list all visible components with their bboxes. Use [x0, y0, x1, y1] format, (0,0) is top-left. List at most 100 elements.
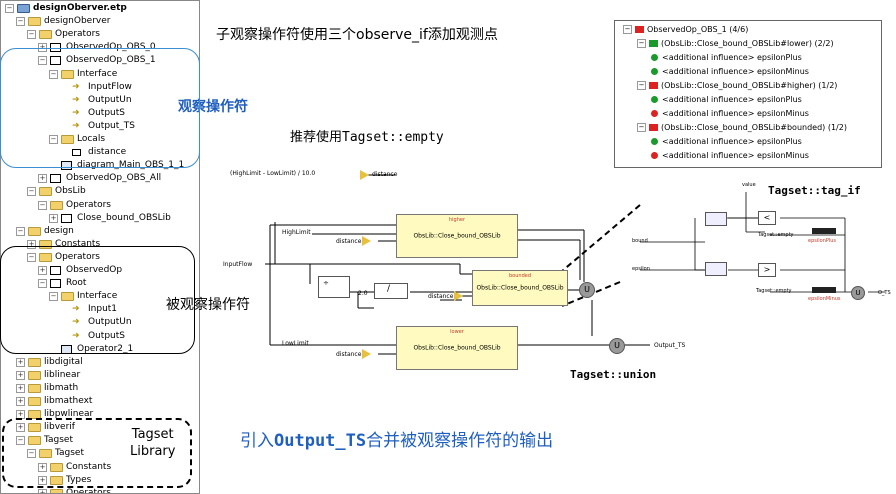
tree-node[interactable]: −Interface [1, 290, 199, 303]
observed-op-label: 被观察操作符 [166, 297, 250, 313]
collapse-icon[interactable]: − [49, 135, 58, 144]
collapse-icon[interactable]: − [16, 17, 25, 27]
tree-node[interactable]: −Operators [1, 28, 199, 41]
lower-block[interactable]: lower ObsLib::Close_bound_OBSLib [396, 326, 518, 370]
collapse-icon[interactable]: − [38, 56, 47, 66]
tree-node[interactable]: +ObservedOp_OBS_0 [1, 41, 199, 54]
mini-union-operator[interactable]: U [851, 286, 865, 300]
folder-icon [50, 462, 63, 472]
tree-node[interactable]: −designOberver.etp [1, 2, 199, 15]
divide-block[interactable]: / [374, 283, 408, 299]
expand-icon[interactable]: + [16, 370, 25, 380]
output-ts-label: Output_TS [654, 342, 686, 349]
tree-node[interactable]: +libmathext [1, 395, 199, 408]
tree-node[interactable]: +libmath [1, 382, 199, 395]
collapse-icon[interactable]: − [49, 292, 58, 302]
tree-node[interactable]: −ObsLib [1, 185, 199, 198]
tree-node[interactable]: ➜Input1 [1, 303, 199, 316]
collapse-icon[interactable]: − [637, 123, 646, 132]
mini-mux-1[interactable] [705, 212, 727, 226]
higher-block[interactable]: higher ObsLib::Close_bound_OBSLib [396, 214, 518, 258]
obs-tree-node[interactable]: <additional influence> epsilonPlus [651, 136, 802, 148]
obs-tree-node[interactable]: −(ObsLib::Close_bound_OBSLib#bounded) (1… [637, 122, 847, 134]
tree-node[interactable]: ➜Output_TS [1, 120, 199, 133]
mini-mux-2[interactable] [705, 262, 727, 276]
obs-tree-node[interactable]: <additional influence> epsilonPlus [651, 52, 802, 64]
greater-than-icon: > [763, 265, 771, 274]
expand-icon[interactable]: + [38, 43, 47, 53]
expand-icon[interactable]: + [16, 383, 25, 393]
collapse-icon[interactable]: − [38, 279, 47, 289]
tree-node[interactable]: +Close_bound_OBSLib [1, 212, 199, 225]
obs-tree-node[interactable]: −(ObsLib::Close_bound_OBSLib#higher) (1/… [637, 80, 837, 92]
tree-node[interactable]: ➜OutputUn [1, 94, 199, 107]
tree-node[interactable]: −Tagset [1, 434, 199, 447]
tree-node[interactable]: −Root [1, 277, 199, 290]
tree-node[interactable]: ➜OutputS [1, 330, 199, 343]
expand-icon[interactable]: + [38, 475, 47, 485]
expand-icon[interactable]: + [38, 266, 47, 275]
collapse-icon[interactable]: − [637, 81, 646, 90]
expand-icon[interactable]: + [38, 174, 47, 184]
obs-tree-node[interactable]: <additional influence> epsilonMinus [651, 108, 809, 120]
mini-epsilon-label: epsilon [632, 266, 650, 272]
tree-node[interactable]: +Constants [1, 461, 199, 474]
observation-coverage-tree[interactable]: −ObservedOp_OBS_1 (4/6)−(ObsLib::Close_b… [614, 20, 882, 168]
collapse-icon[interactable]: − [637, 39, 646, 48]
collapse-icon[interactable]: − [27, 187, 36, 197]
mux-block[interactable]: ÷ [318, 276, 350, 298]
tree-node[interactable]: −Operators [1, 251, 199, 264]
mini-compare-2[interactable]: > [758, 263, 776, 277]
expand-icon[interactable]: + [16, 423, 25, 433]
tree-node[interactable]: +Constants [1, 238, 199, 251]
distance-arrow-icon-3 [362, 349, 371, 359]
tree-node[interactable]: −Interface [1, 68, 199, 81]
obs-tree-node[interactable]: <additional influence> epsilonPlus [651, 94, 802, 106]
expand-icon[interactable]: + [27, 239, 36, 249]
tree-node[interactable]: +ObservedOp_OBS_All [1, 172, 199, 185]
collapse-icon[interactable]: − [49, 69, 58, 79]
tree-node[interactable]: −design [1, 225, 199, 238]
collapse-icon[interactable]: − [27, 449, 36, 459]
tree-node[interactable]: +Types [1, 474, 199, 487]
obs-tree-node[interactable]: −ObservedOp_OBS_1 (4/6) [623, 24, 748, 36]
obs-tree-node[interactable]: <additional influence> epsilonMinus [651, 66, 809, 78]
project-tree[interactable]: −designOberver.etp−designOberver−Operato… [0, 0, 200, 494]
tree-node[interactable]: distance [1, 146, 199, 159]
bounded-block[interactable]: bounded ObsLib::Close_bound_OBSLib [472, 270, 568, 306]
collapse-icon[interactable]: − [16, 436, 25, 446]
tree-node[interactable]: diagram_Main_OBS_1_1 [1, 159, 199, 172]
collapse-icon[interactable]: − [16, 226, 25, 236]
tree-node[interactable]: ➜InputFlow [1, 81, 199, 94]
tree-node[interactable]: −designOberver [1, 15, 199, 28]
expand-icon[interactable]: + [16, 357, 25, 367]
tree-node[interactable]: +libdigital [1, 356, 199, 369]
tree-node[interactable]: ➜OutputS [1, 107, 199, 120]
tree-node[interactable]: −Tagset [1, 447, 199, 460]
collapse-icon[interactable]: − [623, 25, 632, 34]
expand-icon[interactable]: + [38, 488, 47, 493]
union-operator-1[interactable]: U [579, 282, 595, 298]
tree-node[interactable]: +ObservedOp [1, 264, 199, 277]
folder-icon [28, 357, 41, 367]
tree-node[interactable]: −Operators [1, 199, 199, 212]
tree-node[interactable]: −Locals [1, 133, 199, 146]
obs-tree-node[interactable]: −(ObsLib::Close_bound_OBSLib#lower) (2/2… [637, 38, 834, 50]
tree-node[interactable]: +liblinear [1, 369, 199, 382]
operator-icon [50, 43, 61, 53]
expand-icon[interactable]: + [16, 397, 25, 406]
tree-node[interactable]: −ObservedOp_OBS_1 [1, 54, 199, 67]
tree-node[interactable]: ➜OutputUn [1, 316, 199, 329]
union-operator-2[interactable]: U [609, 338, 625, 354]
tree-node[interactable]: +Operators [1, 487, 199, 493]
obs-tree-node[interactable]: <additional influence> epsilonMinus [651, 150, 809, 162]
expand-icon[interactable]: + [38, 462, 47, 472]
collapse-icon[interactable]: − [5, 4, 14, 13]
collapse-icon[interactable]: − [27, 30, 36, 40]
collapse-icon[interactable]: − [27, 252, 36, 262]
tree-node[interactable]: +libverif [1, 421, 199, 434]
mini-compare-1[interactable]: < [758, 211, 776, 225]
expand-icon[interactable]: + [49, 213, 58, 223]
folder-icon [39, 187, 52, 197]
collapse-icon[interactable]: − [38, 200, 47, 210]
